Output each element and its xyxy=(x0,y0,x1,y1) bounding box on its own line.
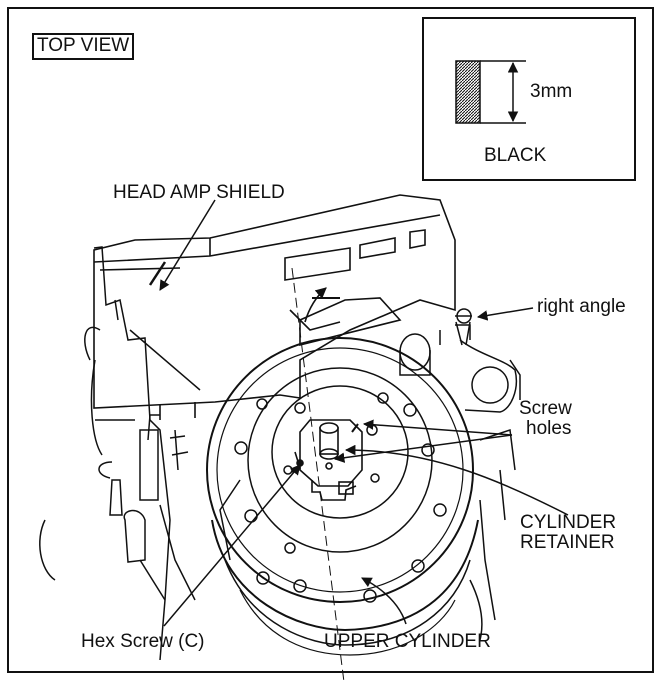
screw-holes-label-line1: Screw xyxy=(519,398,572,419)
right-angle-mark xyxy=(291,267,345,682)
dimension-label: 3mm xyxy=(530,81,573,102)
hex-screw-label: Hex Screw (C) xyxy=(81,631,205,652)
upper-cylinder-label: UPPER CYLINDER xyxy=(324,631,491,652)
diagram-frame xyxy=(7,7,654,673)
spindle xyxy=(319,422,359,470)
cylinder-retainer-label-line2: RETAINER xyxy=(520,532,615,553)
left-mechanism xyxy=(39,246,241,661)
black-marking-swatch xyxy=(455,60,481,124)
right-mechanism xyxy=(399,308,521,641)
cylinder-retainer-label-line1: CYLINDER xyxy=(520,512,617,533)
leader-lines xyxy=(159,199,569,627)
right-angle-label: right angle xyxy=(537,296,626,317)
screw-holes-label-line2: holes xyxy=(526,418,572,439)
top-view-label: TOP VIEW xyxy=(32,33,135,60)
head-amp-shield xyxy=(93,194,456,420)
inset-box xyxy=(422,17,636,181)
black-label: BLACK xyxy=(484,145,547,166)
head-amp-shield-label: HEAD AMP SHIELD xyxy=(113,182,285,203)
upper-cylinder xyxy=(206,337,479,656)
